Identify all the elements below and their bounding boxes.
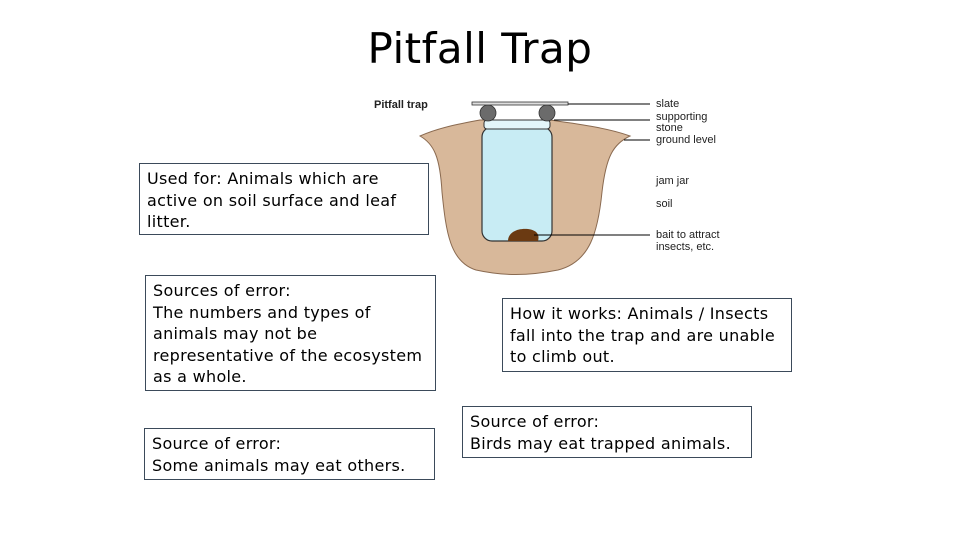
how-it-works-box: How it works: Animals / Insects fall int… — [502, 298, 792, 372]
label-jam-jar: jam jar — [655, 175, 689, 187]
used-for-box: Used for: Animals which are active on so… — [139, 163, 429, 235]
supporting-stone-right — [538, 104, 556, 122]
bait — [508, 228, 539, 241]
label-ground-level: ground level — [656, 134, 716, 146]
label-insects: insects, etc. — [656, 241, 714, 253]
label-slate: slate — [656, 98, 679, 110]
error-birds-box: Source of error: Birds may eat trapped a… — [462, 406, 752, 458]
label-stone: stone — [656, 122, 683, 134]
pitfall-trap-diagram: Pitfall trap slate supporting stone grou… — [374, 98, 720, 275]
label-bait: bait to attract — [656, 229, 720, 241]
label-soil: soil — [656, 198, 673, 210]
diagram-caption: Pitfall trap — [374, 99, 428, 111]
jar-lid-rim — [483, 119, 551, 130]
slate — [471, 101, 569, 106]
jam-jar — [481, 126, 553, 242]
supporting-stone-left — [479, 104, 497, 122]
sources-of-error-box: Sources of error: The numbers and types … — [145, 275, 436, 391]
slide-title: Pitfall Trap — [367, 24, 593, 73]
error-predation-box: Source of error: Some animals may eat ot… — [144, 428, 435, 480]
label-supporting: supporting — [656, 111, 707, 123]
